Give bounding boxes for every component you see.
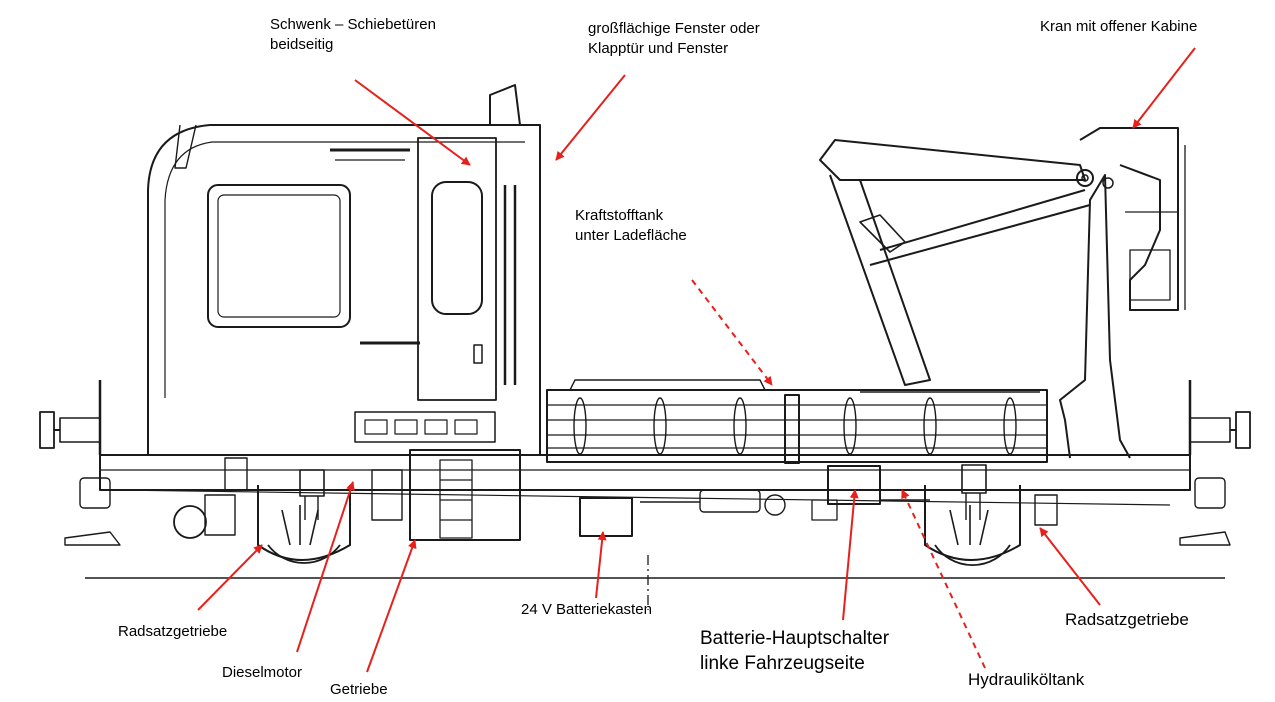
label-kraftstofftank: Kraftstofftank unter Ladefläche xyxy=(575,207,687,244)
engine-block xyxy=(204,449,521,541)
label-batterie-hauptschalter: Batterie-Hauptschalter linke Fahrzeugsei… xyxy=(700,628,890,674)
vehicle-drawing xyxy=(39,84,1251,610)
arrow-radsatz-right xyxy=(1039,527,1101,606)
arrow-hauptschalter xyxy=(842,489,859,621)
main-frame xyxy=(99,454,1191,506)
arrow-fenster xyxy=(555,74,626,161)
cab xyxy=(147,84,541,456)
label-radsatzgetriebe-right: Radsatzgetriebe xyxy=(1065,610,1189,629)
cab-door xyxy=(417,137,497,401)
arrow-dieselmotor xyxy=(296,481,355,653)
left-buffer xyxy=(39,380,207,546)
crane xyxy=(819,127,1186,459)
arrow-kraftstoff xyxy=(691,279,773,386)
drive-shaft xyxy=(640,489,930,521)
label-radsatzgetriebe-left: Radsatzgetriebe xyxy=(118,623,228,640)
annotation-arrows xyxy=(197,47,1196,673)
right-wheelset xyxy=(924,464,1058,567)
right-buffer xyxy=(1179,380,1251,546)
label-batteriekasten: 24 V Batteriekasten xyxy=(521,601,652,618)
label-kran-kabine: Kran mit offener Kabine xyxy=(1040,18,1198,35)
label-hydraulikoeltank: Hydrauliköltank xyxy=(968,670,1085,689)
arrow-hydraulik xyxy=(901,489,986,669)
arrow-schwenk xyxy=(354,79,471,166)
battery-box xyxy=(579,497,633,537)
label-getriebe: Getriebe xyxy=(330,681,388,698)
label-grossflaechige-fenster: großflächige Fenster oder Klapptür und F… xyxy=(588,20,760,57)
label-dieselmotor: Dieselmotor xyxy=(222,664,303,681)
door-window xyxy=(431,181,483,315)
arrow-kran xyxy=(1132,47,1196,129)
left-wheelset xyxy=(257,469,351,564)
arrow-radsatz-left xyxy=(197,544,263,611)
cab-window xyxy=(207,184,351,328)
label-schwenk-schiebetueren: Schwenk – Schiebetüren beidseitig xyxy=(270,16,436,53)
loading-platform xyxy=(546,379,1048,464)
arrow-batteriekasten xyxy=(595,531,607,599)
arrow-getriebe xyxy=(366,539,417,673)
